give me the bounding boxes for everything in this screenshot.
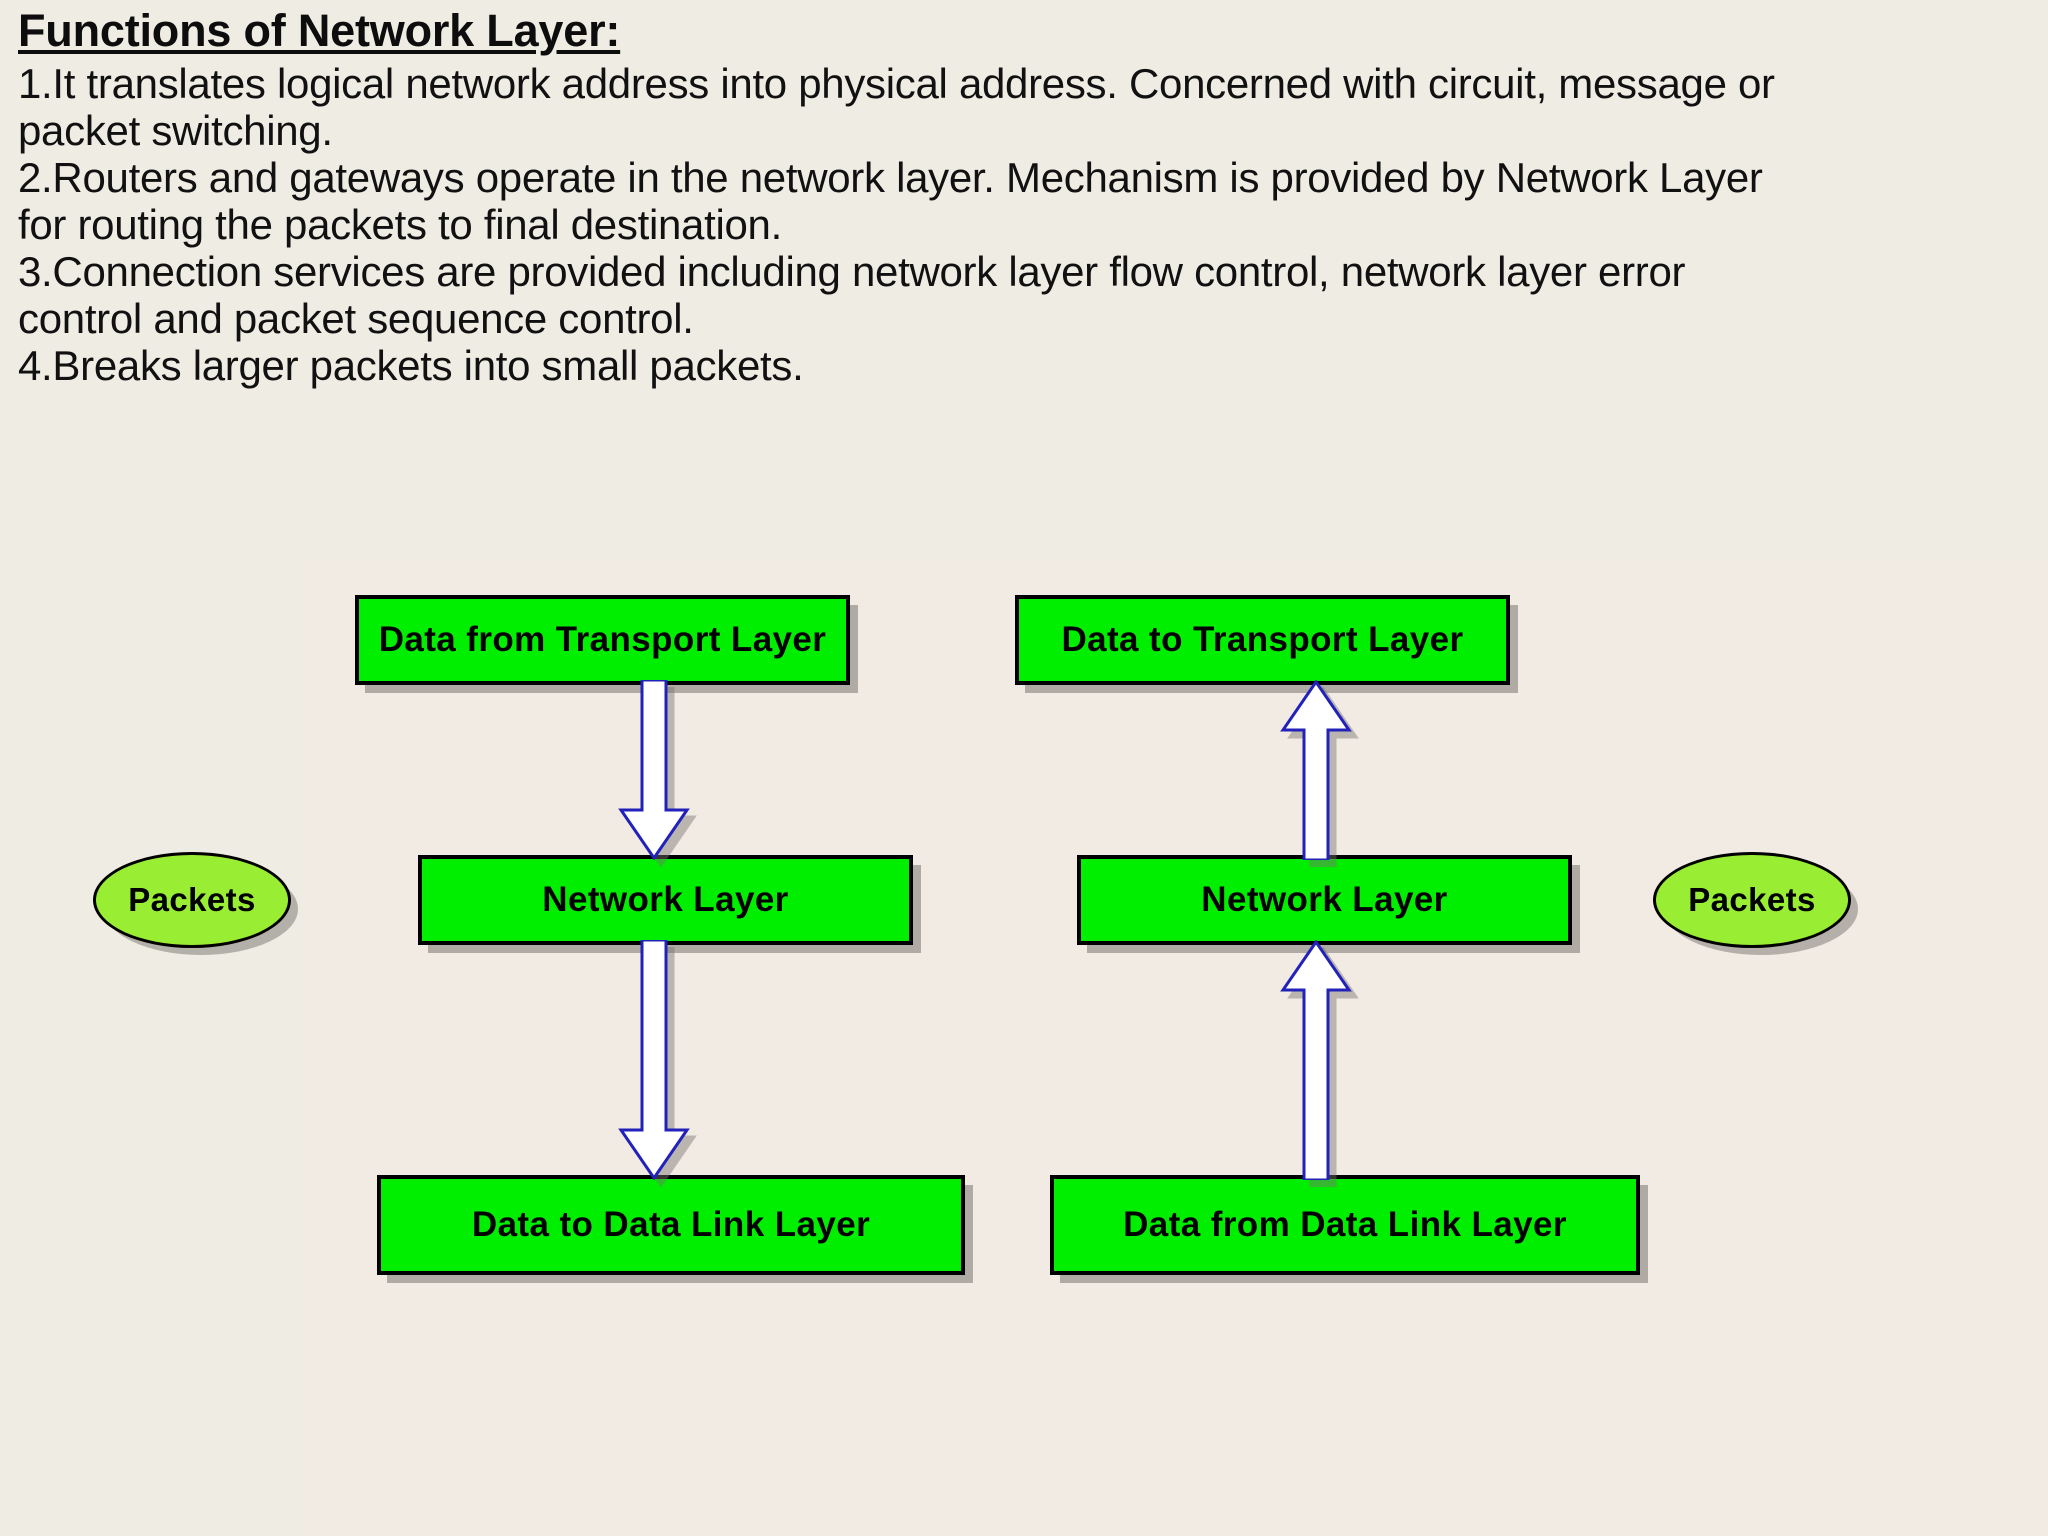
paragraph-3-line-2: control and packet sequence control. (18, 295, 694, 343)
paragraph-4-line-1: 4.Breaks larger packets into small packe… (18, 342, 804, 390)
box-data-to-transport-layer: Data to Transport Layer (1015, 595, 1510, 685)
paragraph-3: 3.Connection services are provided inclu… (18, 248, 2038, 342)
page-title: Functions of Network Layer: (18, 5, 621, 56)
paragraph-2-line-2: for routing the packets to final destina… (18, 200, 782, 248)
ellipse-packets-left: Packets (93, 852, 291, 948)
slide-text-block: Functions of Network Layer: 1.It transla… (18, 8, 2038, 389)
arrow-up-datalink-to-network (1280, 940, 1352, 1180)
box-data-from-transport-layer: Data from Transport Layer (355, 595, 850, 685)
box-network-layer-left: Network Layer (418, 855, 913, 945)
arrow-down-transport-to-network (618, 680, 690, 860)
box-network-layer-right: Network Layer (1077, 855, 1572, 945)
paragraph-1-line-2: packet switching. (18, 106, 333, 154)
arrow-down-network-to-datalink (618, 940, 690, 1180)
paragraph-4: 4.Breaks larger packets into small packe… (18, 342, 2038, 389)
paragraph-1-line-1: 1.It translates logical network address … (18, 59, 1775, 107)
paragraph-2: 2.Routers and gateways operate in the ne… (18, 154, 2038, 248)
paragraph-1: 1.It translates logical network address … (18, 60, 2038, 154)
paragraph-3-line-1: 3.Connection services are provided inclu… (18, 248, 1686, 296)
paragraph-2-line-1: 2.Routers and gateways operate in the ne… (18, 153, 1763, 201)
arrow-up-network-to-transport (1280, 680, 1352, 860)
network-layer-diagram: Data from Transport Layer Data to Transp… (93, 560, 2048, 1536)
ellipse-packets-right: Packets (1653, 852, 1851, 948)
box-data-to-data-link-layer: Data to Data Link Layer (377, 1175, 965, 1275)
box-data-from-data-link-layer: Data from Data Link Layer (1050, 1175, 1640, 1275)
